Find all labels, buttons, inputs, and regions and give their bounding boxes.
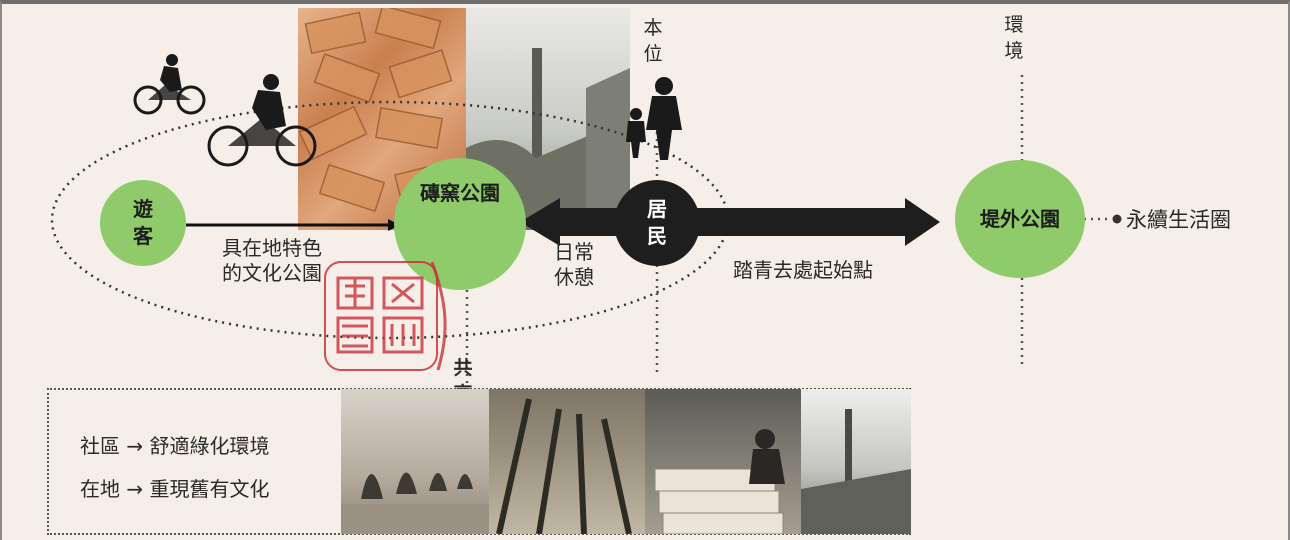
- node-levee-park-label: 堤外公園: [980, 207, 1060, 231]
- node-visitor: 遊客: [100, 180, 186, 266]
- chimney-photo: [466, 8, 630, 230]
- summary-line-local: 在地 → 重現舊有文化: [80, 477, 270, 501]
- node-kiln-park-label: 磚窯公園: [420, 181, 500, 205]
- kiln-arches-photo: [341, 389, 489, 534]
- drying-rows-photo: [489, 389, 645, 534]
- label-axis-core: 本位: [643, 17, 663, 65]
- node-residents-label: 居民: [647, 197, 667, 248]
- label-cultural-park: 具在地特色 的文化公園: [222, 236, 322, 285]
- node-kiln-park: 磚窯公園: [394, 158, 526, 290]
- label-outing-start: 踏青去處起始點: [733, 258, 873, 282]
- summary-line-community: 社區 → 舒適綠化環境: [80, 434, 270, 458]
- node-levee-park: 堤外公園: [955, 160, 1085, 278]
- brick-stacking-photo: [645, 389, 801, 534]
- label-sustainable-circle: 永續生活圈: [1126, 208, 1231, 232]
- node-visitor-label: 遊客: [133, 197, 153, 248]
- label-axis-environment: 環境: [1004, 14, 1024, 62]
- node-residents: 居民: [614, 180, 700, 266]
- chimney-field-photo: [801, 389, 911, 534]
- label-daily-rest: 日常 休憩: [554, 240, 594, 289]
